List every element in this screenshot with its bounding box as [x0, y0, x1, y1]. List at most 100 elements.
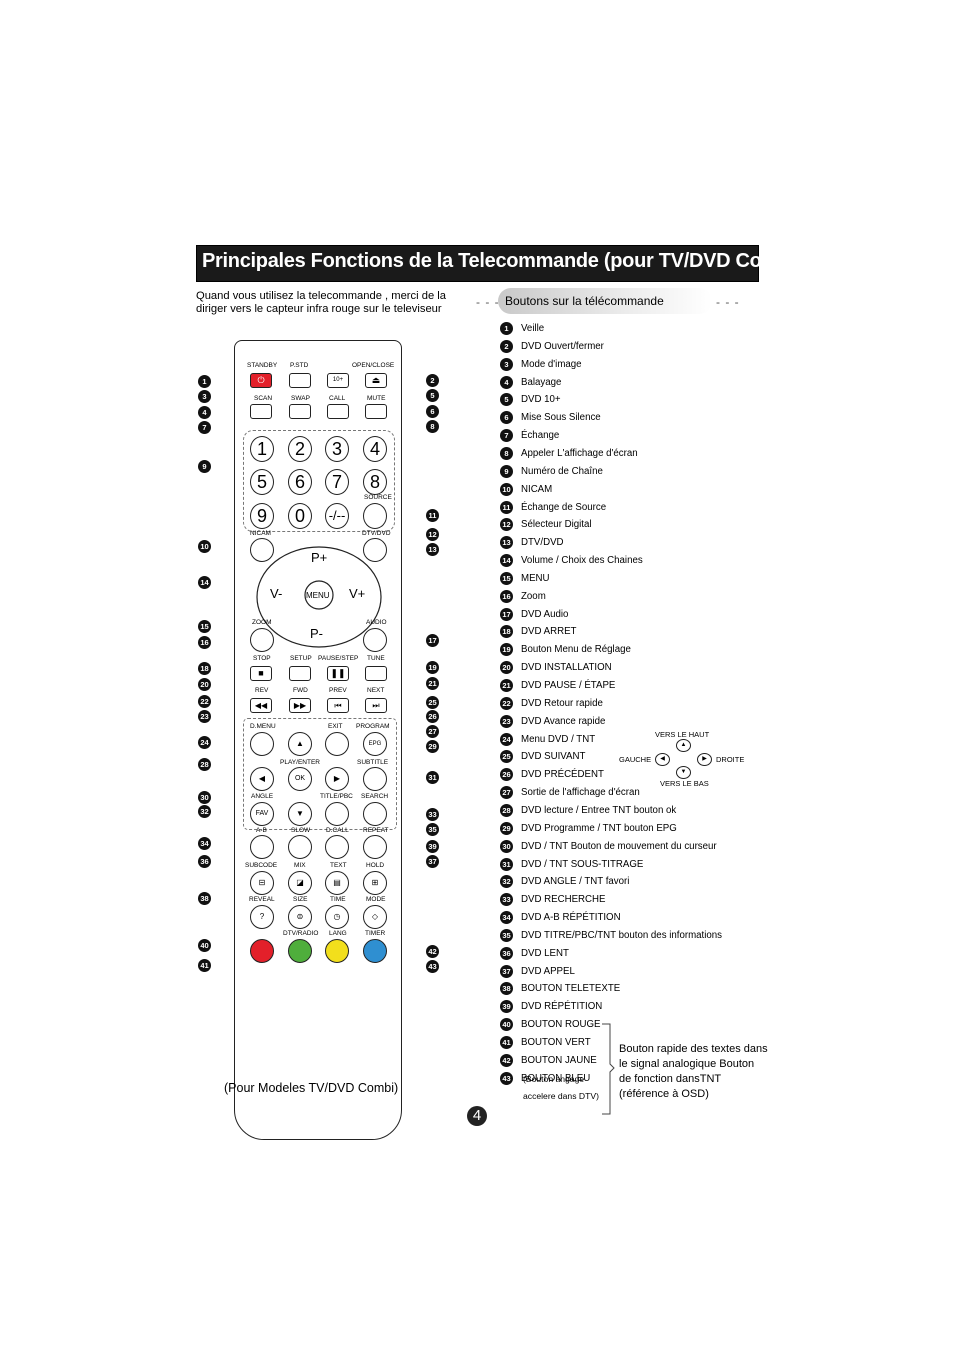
pstd-button[interactable] — [289, 373, 311, 388]
digit-4-button[interactable]: 4 — [363, 436, 387, 462]
list-label: Volume / Choix des Chaines — [521, 555, 643, 567]
mix-button[interactable]: ◪ — [288, 871, 312, 895]
digit-9-button[interactable]: 9 — [250, 503, 274, 529]
subcode-button[interactable]: ⊟ — [250, 871, 274, 895]
cursor-right-button[interactable]: ▶ — [325, 767, 349, 791]
cursor-down-button[interactable]: ▼ — [288, 802, 312, 826]
list-label: DVD SUIVANT — [521, 751, 586, 763]
dash-left: - - - — [476, 295, 500, 309]
digit-3-button[interactable]: 3 — [325, 436, 349, 462]
callout-15: 15 — [198, 620, 211, 633]
swap-button[interactable] — [289, 404, 311, 419]
standby-button[interactable]: ⏻ — [250, 373, 272, 388]
list-number: 14 — [500, 554, 513, 568]
fav-button[interactable]: FAV — [250, 802, 274, 826]
source-button[interactable] — [363, 503, 387, 529]
exit-label: EXIT — [328, 723, 343, 730]
callout-26: 26 — [426, 710, 439, 723]
p-plus-button[interactable]: P+ — [311, 550, 328, 565]
slow-button[interactable] — [288, 835, 312, 859]
nicam-button[interactable] — [250, 538, 274, 562]
green-button[interactable] — [288, 939, 312, 963]
audio-button[interactable] — [363, 628, 387, 652]
setup-button[interactable] — [289, 666, 311, 681]
eject-button[interactable]: ⏏ — [365, 373, 387, 388]
callout-14: 14 — [198, 576, 211, 589]
v-plus-button[interactable]: V+ — [349, 586, 366, 601]
digit-0-button[interactable]: 0 — [288, 503, 312, 529]
pause-button[interactable]: ❚❚ — [327, 666, 349, 681]
v-minus-button[interactable]: V- — [270, 586, 283, 601]
cursor-left-button[interactable]: ◀ — [250, 767, 274, 791]
callout-1: 1 — [198, 375, 211, 388]
prev-button[interactable]: ⏮ — [327, 698, 349, 713]
search-button[interactable] — [363, 802, 387, 826]
digit-6-button[interactable]: 6 — [288, 469, 312, 495]
size-icon: ⊜ — [296, 912, 304, 921]
stop-button[interactable]: ■ — [250, 666, 272, 681]
up-arrow-icon: ▲ — [676, 739, 691, 752]
text-button[interactable]: ▤ — [325, 871, 349, 895]
list-label: Échange de Source — [521, 501, 607, 513]
digit-2-button[interactable]: 2 — [288, 436, 312, 462]
menu-circle — [304, 580, 334, 610]
callout-39: 39 — [426, 840, 439, 853]
ten-plus-button[interactable]: 10+ — [327, 373, 349, 388]
digit-7-button[interactable]: 7 — [325, 469, 349, 495]
yellow-button[interactable] — [325, 939, 349, 963]
tune-button[interactable] — [365, 666, 387, 681]
next-button[interactable]: ⏭ — [365, 698, 387, 713]
scan-button[interactable] — [250, 404, 272, 419]
time-button[interactable]: ◷ — [325, 905, 349, 929]
repeat-button[interactable] — [363, 835, 387, 859]
dmenu-label: D.MENU — [250, 723, 276, 730]
list-number: 29 — [500, 821, 513, 835]
zoom-button[interactable] — [250, 628, 274, 652]
mute-button[interactable] — [365, 404, 387, 419]
callout-17: 17 — [426, 634, 439, 647]
digit-8-button[interactable]: 8 — [363, 469, 387, 495]
menu-button[interactable]: MENU — [306, 591, 330, 600]
subcode-label: SUBCODE — [245, 862, 278, 869]
dash-digit-button[interactable]: -/-- — [325, 503, 349, 529]
titlepbc-button[interactable] — [325, 802, 349, 826]
nicam-label: NICAM — [250, 530, 271, 537]
rewind-icon: ◀◀ — [254, 701, 268, 710]
dmenu-button[interactable] — [250, 732, 274, 756]
dcall-button[interactable] — [325, 835, 349, 859]
reveal-button[interactable]: ? — [250, 905, 274, 929]
digit-5-button[interactable]: 5 — [250, 469, 274, 495]
titlepbc-label: TITLE/PBC — [320, 793, 353, 800]
hold-button[interactable]: ⊞ — [363, 871, 387, 895]
ab-button[interactable] — [250, 835, 274, 859]
digit-1-button[interactable]: 1 — [250, 436, 274, 462]
rev-button[interactable]: ◀◀ — [250, 698, 272, 713]
size-button[interactable]: ⊜ — [288, 905, 312, 929]
mode-button[interactable]: ◇ — [363, 905, 387, 929]
list-number: 34 — [500, 911, 513, 925]
call-button[interactable] — [327, 404, 349, 419]
list-label: DVD PRÉCÉDENT — [521, 769, 604, 781]
list-number: 20 — [500, 661, 513, 675]
dtvdvd-button[interactable] — [363, 538, 387, 562]
page-title: Principales Fonctions de la Telecommande… — [202, 250, 803, 272]
fwd-button[interactable]: ▶▶ — [289, 698, 311, 713]
dvd-group — [243, 718, 397, 830]
p-minus-button[interactable]: P- — [310, 626, 323, 641]
red-button[interactable] — [250, 939, 274, 963]
list-number: 24 — [500, 732, 513, 746]
callout-28: 28 — [198, 758, 211, 771]
cursor-up-button[interactable]: ▲ — [288, 732, 312, 756]
exit-button[interactable] — [325, 732, 349, 756]
fwd-label: FWD — [293, 687, 308, 694]
list-label: DVD / TNT Bouton de mouvement du curseur — [521, 840, 717, 852]
list-number: 33 — [500, 893, 513, 907]
clock-icon: ◷ — [333, 912, 341, 921]
dtvdvd-label: DTV/DVD — [362, 530, 391, 537]
down-arrow-icon: ▼ — [676, 766, 691, 779]
rev-label: REV — [255, 687, 269, 694]
epg-button[interactable]: EPG — [363, 732, 387, 756]
blue-button[interactable] — [363, 939, 387, 963]
ok-button[interactable]: OK — [288, 767, 312, 791]
subtitle-button[interactable] — [363, 767, 387, 791]
